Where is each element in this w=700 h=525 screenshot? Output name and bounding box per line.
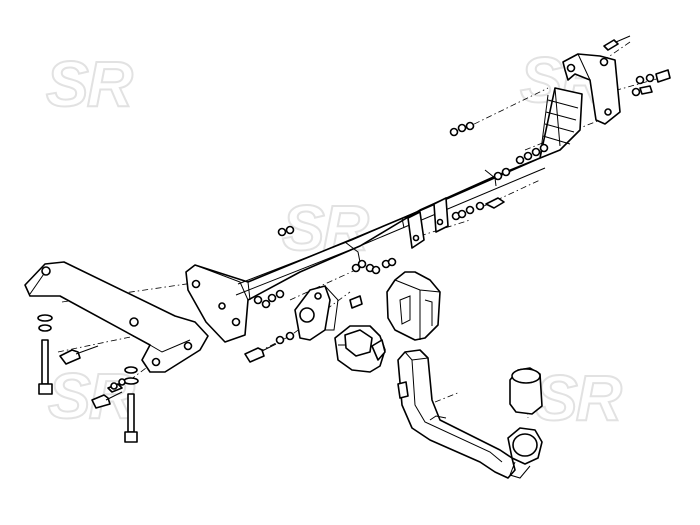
nut xyxy=(38,324,52,332)
left-side-bracket xyxy=(24,261,209,373)
bracket-hole xyxy=(183,341,193,351)
beam-mounting-brackets xyxy=(407,197,449,249)
right-fasteners xyxy=(449,35,671,221)
center-fasteners xyxy=(244,225,397,363)
tow-ball xyxy=(507,427,543,479)
holder-hole xyxy=(299,307,315,323)
bracket-hole xyxy=(566,63,576,73)
electrical-socket xyxy=(334,325,386,373)
bracket-hole xyxy=(599,57,609,67)
right-side-bracket xyxy=(562,53,621,125)
beam-hole xyxy=(218,302,226,310)
left-horizontal-bolts xyxy=(59,345,126,409)
beam-hole xyxy=(231,317,241,327)
ball-cap xyxy=(509,367,543,415)
beam-hole xyxy=(191,279,201,289)
socket-holder-bracket xyxy=(294,285,339,341)
bracket-hole xyxy=(151,357,161,367)
receiver-block xyxy=(386,271,441,341)
left-vertical-bolts xyxy=(37,314,139,443)
ball-neck xyxy=(397,349,516,479)
bracket-hole xyxy=(604,108,612,116)
bracket-hole xyxy=(41,266,51,276)
washer xyxy=(275,335,285,345)
nut xyxy=(285,331,295,341)
washer xyxy=(124,366,138,374)
nut xyxy=(123,377,139,385)
bracket-hole xyxy=(129,317,139,327)
washer xyxy=(37,314,53,322)
main-crossbeam xyxy=(185,87,583,343)
